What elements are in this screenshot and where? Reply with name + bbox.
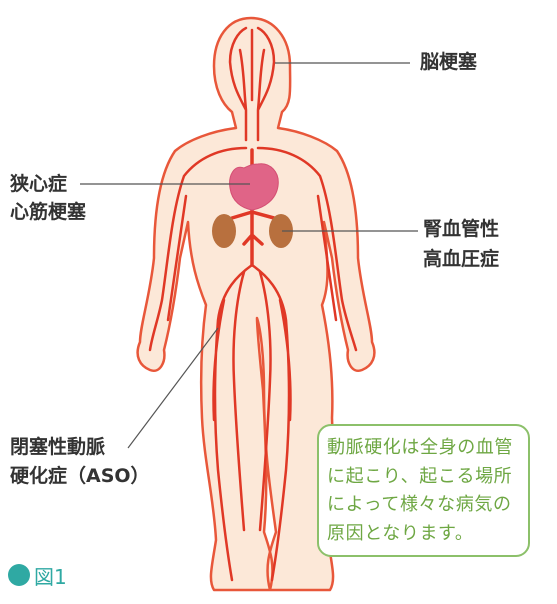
figure-number: 図1 [34, 561, 67, 590]
label-obstructive-arterial: 閉塞性動脈 [10, 433, 105, 461]
label-angina: 狭心症 [10, 170, 67, 198]
label-myocardial-infarction: 心筋梗塞 [10, 198, 86, 226]
label-brain-infarction: 脳梗塞 [420, 48, 477, 76]
label-hypertension: 高血圧症 [423, 245, 499, 273]
bullet-dot [8, 564, 30, 586]
label-renovascular: 腎血管性 [423, 215, 499, 243]
info-note: 動脈硬化は全身の血管に起こり、起こる場所によって様々な病気の原因となります。 [317, 424, 530, 557]
figure-caption: 図1 [8, 562, 67, 588]
label-aso: 硬化症（ASO） [10, 462, 150, 490]
left-kidney [212, 214, 236, 248]
